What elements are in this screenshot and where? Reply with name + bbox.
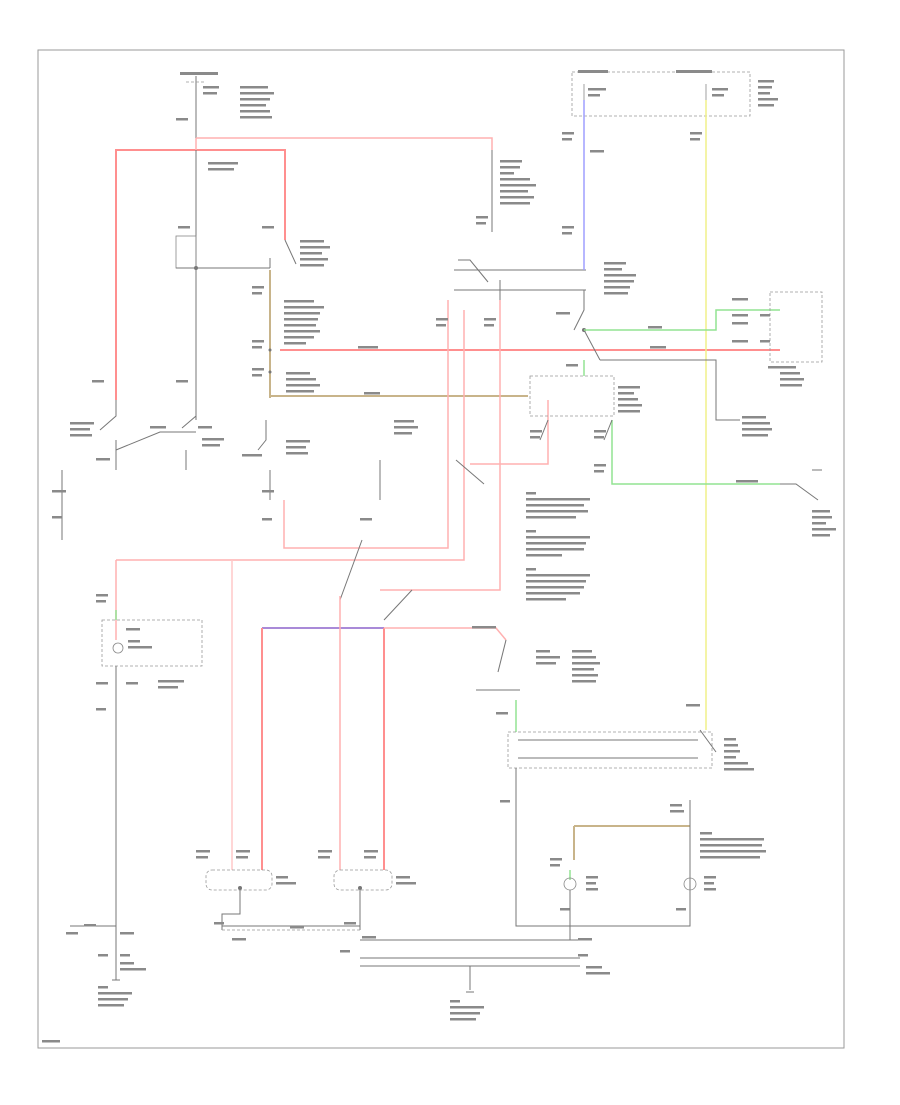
diagram-frame — [37, 49, 845, 1049]
bottom-right-relay — [496, 704, 754, 927]
red-headlamp-feeds — [231, 560, 507, 870]
multifunction-switch-left — [252, 286, 380, 395]
lower-right-switch — [472, 626, 600, 691]
lamp-notes-right — [700, 832, 766, 859]
right-relay-module — [556, 226, 636, 367]
side-lamps — [550, 858, 716, 940]
relay-output-wire — [600, 359, 740, 421]
figure-id — [42, 1040, 60, 1043]
lower-left-relay — [96, 594, 203, 940]
center-module — [529, 375, 642, 473]
brake-switch-right — [736, 469, 836, 537]
olive-wires — [269, 270, 690, 860]
fuse-panel-top-right — [562, 70, 778, 153]
headlamp-switch-block — [175, 150, 330, 420]
red-middle-wires — [115, 300, 549, 640]
right-relay-labels — [742, 416, 772, 437]
green-wires — [515, 309, 780, 880]
notes-block — [526, 492, 590, 601]
center-relay — [436, 150, 586, 327]
dimmer-switch-left — [52, 380, 262, 540]
flash-to-pass-switch — [257, 420, 418, 521]
ground-bus — [66, 922, 610, 1021]
right-connector — [648, 291, 823, 387]
red-feed-wires — [115, 137, 780, 400]
